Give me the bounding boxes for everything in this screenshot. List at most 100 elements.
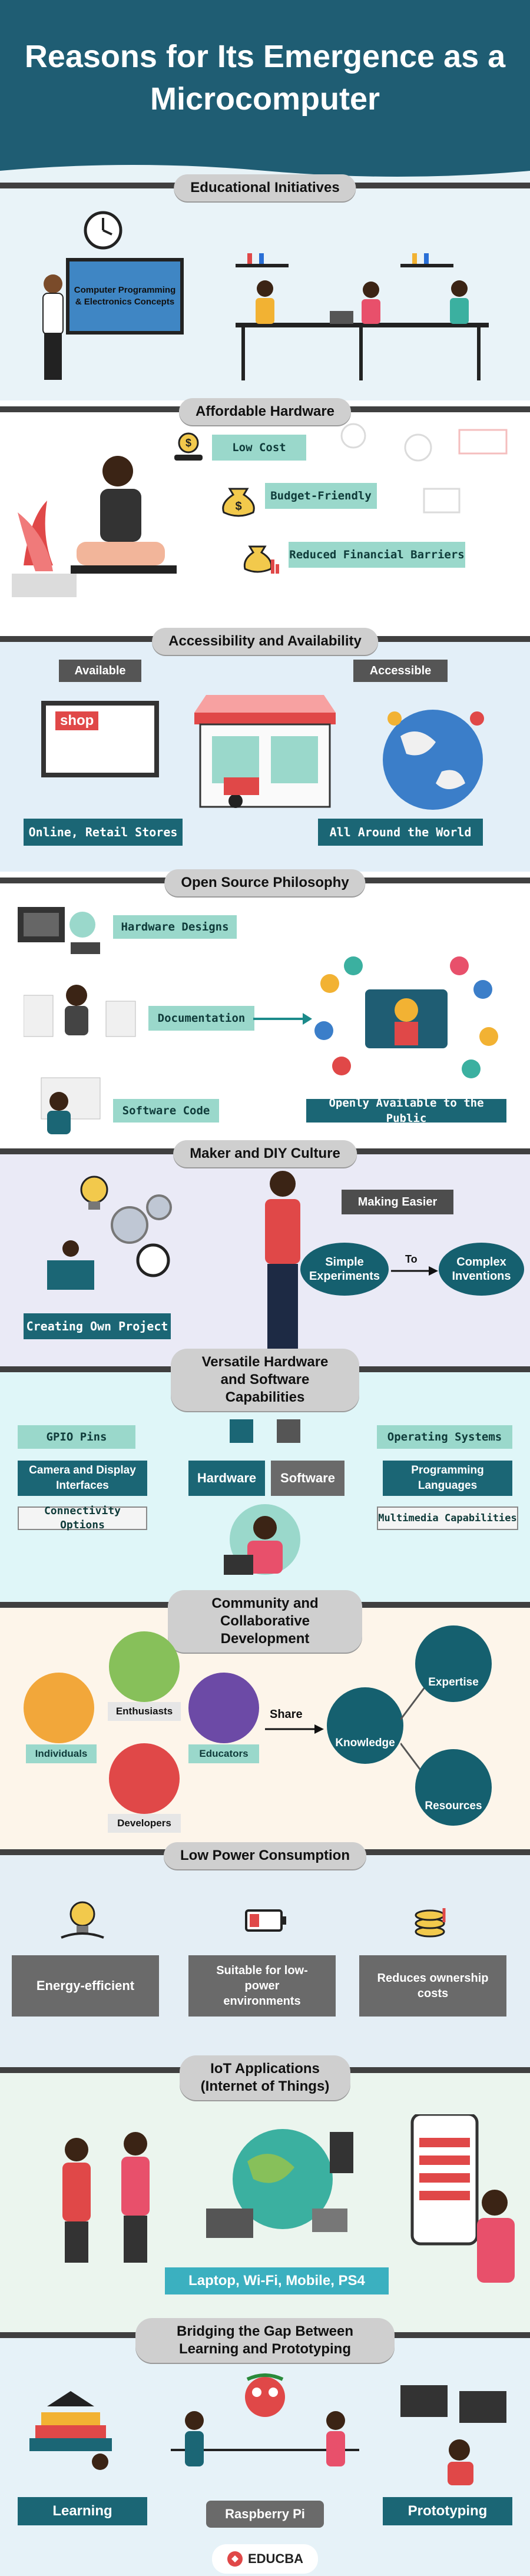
section-maker-diy: Maker and DIY Culture Creating Own Proje… bbox=[0, 1140, 530, 1366]
avatar-individuals bbox=[24, 1673, 94, 1743]
page-title: Reasons for Its Emergence as a Microcomp… bbox=[24, 39, 506, 117]
documentation-illustration bbox=[24, 985, 136, 1037]
chip-icons bbox=[230, 1419, 300, 1443]
affordable-item-reduced-barriers: Reduced Financial Barriers bbox=[289, 542, 465, 568]
share-arrow-icon bbox=[265, 1724, 324, 1734]
clock-icon bbox=[84, 211, 122, 250]
section-versatile: Versatile Hardware and Software Capabili… bbox=[0, 1349, 530, 1602]
label-individuals: Individuals bbox=[26, 1744, 97, 1763]
teacher-illustration bbox=[42, 274, 64, 380]
sw-item-operating-systems: Operating Systems bbox=[377, 1425, 512, 1449]
hw-item-gpio: GPIO Pins bbox=[18, 1425, 135, 1449]
shop-screen: shop bbox=[41, 701, 159, 777]
hardware-design-illustration bbox=[18, 907, 100, 954]
section-heading: Versatile Hardware and Software Capabili… bbox=[171, 1349, 359, 1411]
creating-own-project-box: Creating Own Project bbox=[24, 1313, 171, 1339]
woman-laptop-illustration bbox=[224, 1504, 300, 1575]
affordable-item-budget-friendly: Budget-Friendly bbox=[265, 483, 377, 509]
energy-bulb-icon bbox=[61, 1901, 104, 1939]
expertise-label: Expertise bbox=[428, 1676, 479, 1688]
expertise-node: Expertise bbox=[415, 1625, 492, 1702]
avatar-enthusiasts bbox=[109, 1631, 180, 1702]
brand-name: EDUCBA bbox=[247, 2551, 304, 2566]
openly-available-box: Openly Available to the Public bbox=[306, 1097, 506, 1125]
battery-icon bbox=[245, 1909, 286, 1932]
books-learning-illustration bbox=[29, 2391, 112, 2470]
open-source-hardware-designs: Hardware Designs bbox=[113, 915, 237, 939]
energy-efficient-box: Energy-efficient bbox=[12, 1955, 159, 2017]
coin-hand-icon: $ bbox=[174, 432, 203, 461]
footer-brand: EDUCBA bbox=[212, 2544, 318, 2574]
storefront-illustration bbox=[194, 695, 336, 808]
reduces-costs-box: Reduces ownership costs bbox=[359, 1955, 506, 2017]
section-heading: Bridging the Gap Between Learning and Pr… bbox=[135, 2318, 395, 2363]
section-iot: IoT Applications (Internet of Things) La bbox=[0, 2055, 530, 2332]
money-bag-icon: $ bbox=[222, 488, 255, 517]
all-around-world-box: All Around the World bbox=[318, 819, 483, 846]
woman-with-laptop-illustration bbox=[12, 456, 177, 597]
section-heading: IoT Applications (Internet of Things) bbox=[180, 2055, 350, 2100]
hardware-box: Hardware bbox=[188, 1461, 265, 1496]
section-community: Community and Collaborative Development … bbox=[0, 1590, 530, 1849]
label-enthusiasts: Enthusiasts bbox=[108, 1702, 181, 1721]
coin-stack-icon bbox=[415, 1908, 446, 1938]
sw-item-multimedia: Multimedia Capabilities bbox=[377, 1506, 518, 1530]
people-phones-illustration bbox=[62, 2132, 150, 2263]
section-heading: Maker and DIY Culture bbox=[173, 1140, 357, 1167]
open-source-documentation: Documentation bbox=[148, 1006, 254, 1031]
section-low-power: Low Power Consumption Energy-efficient S… bbox=[0, 1842, 530, 2067]
simple-experiments-oval: Simple Experiments bbox=[300, 1243, 389, 1296]
avatar-educators bbox=[188, 1673, 259, 1743]
phone-man-illustration bbox=[410, 2114, 515, 2283]
blackboard: Computer Programming & Electronics Conce… bbox=[66, 258, 184, 335]
open-source-software-code: Software Code bbox=[113, 1099, 219, 1123]
sw-item-programming-languages: Programming Languages bbox=[383, 1461, 512, 1496]
learning-box: Learning bbox=[18, 2497, 147, 2525]
svg-text:$: $ bbox=[186, 437, 191, 449]
prototyping-box: Prototyping bbox=[383, 2497, 512, 2525]
section-heading: Accessibility and Availability bbox=[152, 628, 378, 655]
section-bridging-gap: Bridging the Gap Between Learning and Pr… bbox=[0, 2318, 530, 2576]
section-heading: Community and Collaborative Development bbox=[168, 1590, 362, 1653]
man-presenting-illustration bbox=[265, 1171, 300, 1352]
label-educators: Educators bbox=[188, 1744, 259, 1763]
resources-label: Resources bbox=[425, 1800, 482, 1812]
section-heading: Low Power Consumption bbox=[164, 1842, 366, 1869]
prototyping-illustration bbox=[400, 2385, 506, 2485]
accessible-tag: Accessible bbox=[353, 660, 448, 682]
globe-people-illustration bbox=[383, 710, 484, 810]
section-educational-initiatives: Educational Initiatives Computer Program… bbox=[0, 174, 530, 400]
label-developers: Developers bbox=[108, 1814, 181, 1833]
tug-of-war-raspberry-illustration bbox=[171, 2373, 359, 2466]
gears-lightbulb-illustration bbox=[47, 1176, 172, 1290]
to-arrow-icon bbox=[391, 1266, 438, 1276]
hw-item-camera-display: Camera and Display Interfaces bbox=[18, 1461, 147, 1496]
educba-logo-icon bbox=[227, 2551, 243, 2567]
knowledge-node: Knowledge bbox=[327, 1687, 403, 1764]
blackboard-text: Computer Programming & Electronics Conce… bbox=[74, 285, 176, 307]
svg-text:$: $ bbox=[235, 500, 241, 513]
available-tag: Available bbox=[59, 660, 141, 682]
public-broadcast-illustration bbox=[314, 956, 498, 1078]
section-accessibility: Accessibility and Availability Available… bbox=[0, 628, 530, 872]
section-heading: Affordable Hardware bbox=[178, 398, 352, 425]
raspberry-pi-box: Raspberry Pi bbox=[206, 2501, 324, 2528]
section-affordable-hardware: Affordable Hardware $ Low Cost $ Budget-… bbox=[0, 398, 530, 636]
resources-node: Resources bbox=[415, 1749, 492, 1826]
section-heading: Educational Initiatives bbox=[174, 174, 356, 201]
avatar-developers bbox=[109, 1743, 180, 1814]
share-label: Share bbox=[270, 1708, 303, 1721]
section-heading: Open Source Philosophy bbox=[164, 869, 366, 896]
complex-inventions-oval: Complex Inventions bbox=[439, 1243, 524, 1296]
software-code-illustration bbox=[41, 1077, 101, 1134]
shop-text: shop bbox=[55, 711, 99, 730]
affordable-item-low-cost: Low Cost bbox=[212, 435, 306, 461]
to-label: To bbox=[405, 1253, 418, 1265]
knowledge-label: Knowledge bbox=[335, 1737, 395, 1749]
students-illustration bbox=[236, 253, 489, 380]
iot-devices-box: Laptop, Wi-Fi, Mobile, PS4 bbox=[165, 2267, 389, 2294]
bag-decline-icon bbox=[243, 545, 279, 574]
low-power-env-box: Suitable for low-power environments bbox=[188, 1955, 336, 2017]
iot-globe-devices-illustration bbox=[206, 2129, 353, 2238]
